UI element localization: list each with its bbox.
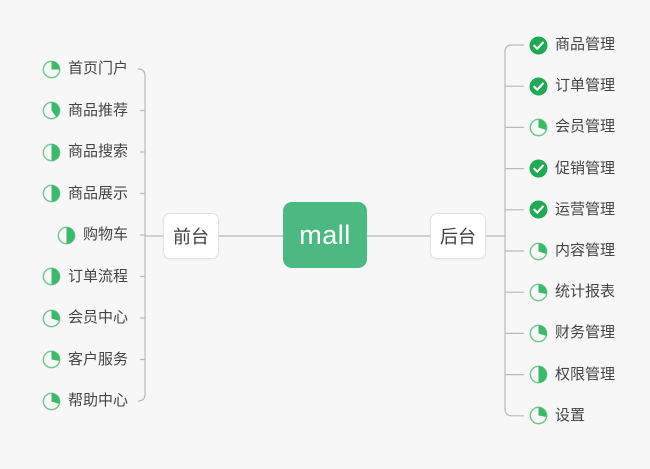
pie-icon bbox=[42, 101, 61, 120]
leaf-item-label: 商品展示 bbox=[67, 184, 128, 202]
leaf-item-label: 帮助中心 bbox=[67, 392, 128, 409]
leaf-item-订单管理[interactable]: 订单管理 bbox=[529, 73, 615, 99]
leaf-item-label: 客户服务 bbox=[67, 350, 128, 368]
pie-icon bbox=[42, 392, 61, 411]
leaf-item-label: 运营管理 bbox=[555, 200, 616, 218]
leaf-item-label: 统计报表 bbox=[555, 283, 616, 301]
pie-icon bbox=[529, 242, 548, 261]
left-bracket-spine bbox=[137, 68, 146, 402]
leaf-item-帮助中心[interactable]: 帮助中心 bbox=[42, 388, 128, 414]
pie-icon bbox=[529, 283, 548, 302]
pie-icon bbox=[42, 350, 61, 369]
pie-icon bbox=[529, 365, 548, 384]
leaf-item-label: 商品推荐 bbox=[67, 101, 128, 119]
pie-icon bbox=[529, 406, 548, 425]
branch-node-front[interactable]: 前台 bbox=[163, 213, 219, 259]
pie-icon bbox=[42, 60, 61, 79]
leaf-item-label: 商品搜索 bbox=[67, 143, 128, 160]
leaf-item-统计报表[interactable]: 统计报表 bbox=[529, 279, 615, 305]
leaf-item-label: 促销管理 bbox=[555, 159, 616, 177]
leaf-item-购物车[interactable]: 购物车 bbox=[57, 222, 128, 248]
leaf-item-label: 权限管理 bbox=[555, 365, 616, 383]
leaf-item-商品管理[interactable]: 商品管理 bbox=[529, 32, 615, 58]
right-bracket-spine bbox=[504, 44, 524, 417]
leaf-item-label: 内容管理 bbox=[555, 242, 616, 259]
pie-icon bbox=[42, 309, 61, 328]
leaf-item-内容管理[interactable]: 内容管理 bbox=[529, 238, 615, 264]
leaf-item-会员中心[interactable]: 会员中心 bbox=[42, 305, 128, 331]
leaf-item-label: 财务管理 bbox=[555, 324, 616, 342]
check-circle-icon bbox=[529, 159, 548, 178]
pie-icon bbox=[42, 267, 61, 286]
leaf-item-label: 购物车 bbox=[82, 226, 128, 243]
pie-icon bbox=[42, 184, 61, 203]
branch-node-front-label: 前台 bbox=[173, 227, 209, 247]
leaf-item-客户服务[interactable]: 客户服务 bbox=[42, 347, 128, 373]
pie-icon bbox=[529, 324, 548, 343]
leaf-item-设置[interactable]: 设置 bbox=[529, 403, 585, 429]
leaf-item-label: 订单管理 bbox=[555, 77, 616, 95]
root-node-mall[interactable]: mall bbox=[283, 202, 367, 268]
pie-icon bbox=[57, 226, 76, 245]
leaf-item-订单流程[interactable]: 订单流程 bbox=[42, 264, 128, 290]
check-circle-icon bbox=[529, 36, 548, 55]
leaf-item-商品搜索[interactable]: 商品搜索 bbox=[42, 139, 128, 165]
check-circle-icon bbox=[529, 200, 548, 219]
leaf-item-会员管理[interactable]: 会员管理 bbox=[529, 114, 615, 140]
leaf-item-label: 首页门户 bbox=[67, 60, 128, 77]
leaf-item-label: 会员中心 bbox=[67, 309, 128, 326]
leaf-item-label: 会员管理 bbox=[555, 118, 616, 136]
pie-icon bbox=[42, 143, 61, 162]
leaf-item-商品展示[interactable]: 商品展示 bbox=[42, 181, 128, 207]
check-circle-icon bbox=[529, 77, 548, 96]
leaf-item-促销管理[interactable]: 促销管理 bbox=[529, 156, 615, 182]
leaf-item-权限管理[interactable]: 权限管理 bbox=[529, 362, 615, 388]
branch-node-back[interactable]: 后台 bbox=[430, 213, 486, 259]
leaf-item-label: 设置 bbox=[555, 406, 586, 424]
leaf-item-商品推荐[interactable]: 商品推荐 bbox=[42, 98, 128, 124]
pie-icon bbox=[529, 118, 548, 137]
leaf-item-label: 商品管理 bbox=[555, 36, 616, 53]
root-node-label: mall bbox=[299, 219, 351, 250]
leaf-item-运营管理[interactable]: 运营管理 bbox=[529, 197, 615, 223]
leaf-item-财务管理[interactable]: 财务管理 bbox=[529, 320, 615, 346]
leaf-item-label: 订单流程 bbox=[67, 267, 128, 285]
branch-node-back-label: 后台 bbox=[440, 227, 476, 247]
leaf-item-首页门户[interactable]: 首页门户 bbox=[42, 56, 128, 82]
